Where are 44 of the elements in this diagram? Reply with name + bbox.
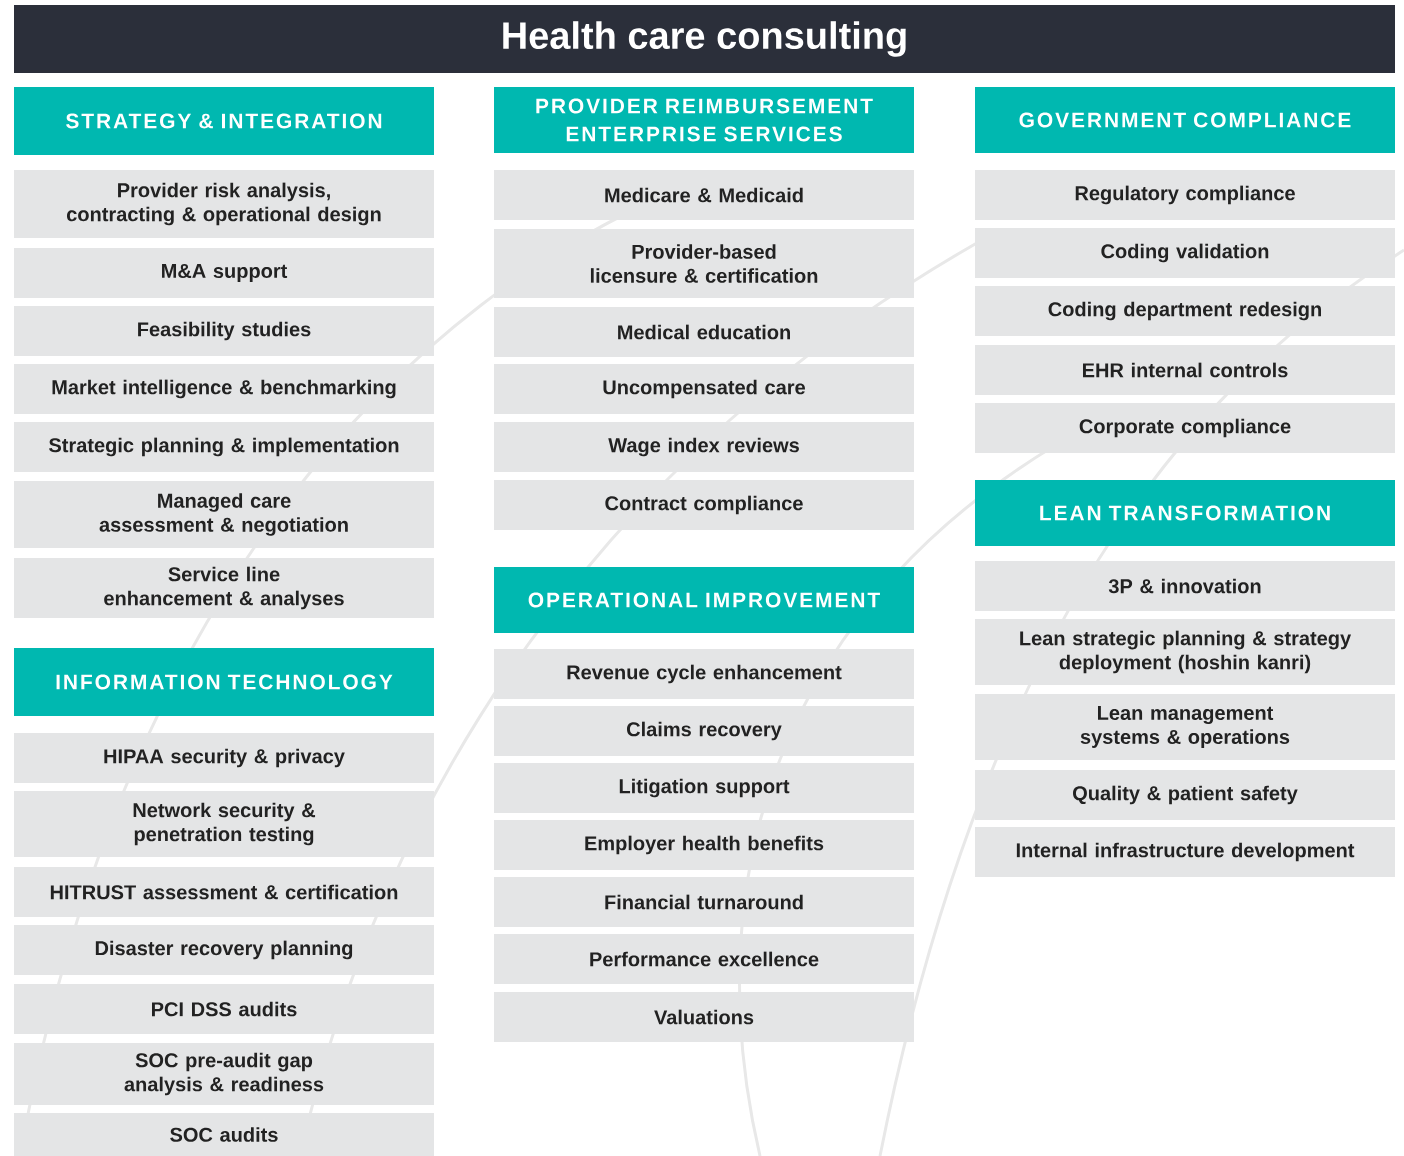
service-box: Claims recovery (494, 706, 914, 756)
service-box: Revenue cycle enhancement (494, 649, 914, 699)
service-box: Litigation support (494, 763, 914, 813)
service-box: Provider-based licensure & certification (494, 229, 914, 298)
service-box: EHR internal controls (975, 345, 1395, 395)
service-box: Lean strategic planning & strategy deployment (hoshin kanri) (975, 619, 1395, 685)
service-box: SOC pre-audit gap analysis & readiness (14, 1043, 434, 1105)
service-box: Network security & penetration testing (14, 791, 434, 857)
service-box: Performance excellence (494, 934, 914, 984)
service-box: Corporate compliance (975, 403, 1395, 453)
service-box: Contract compliance (494, 480, 914, 530)
service-box: Strategic planning & implementation (14, 422, 434, 472)
service-box: Coding validation (975, 228, 1395, 278)
service-box: HITRUST assessment & certification (14, 867, 434, 917)
service-box: SOC audits (14, 1113, 434, 1156)
category-header: STRATEGY & INTEGRATION (14, 87, 434, 155)
service-box: M&A support (14, 248, 434, 298)
service-box: Valuations (494, 992, 914, 1042)
service-box: Disaster recovery planning (14, 925, 434, 975)
category-header: OPERATIONAL IMPROVEMENT (494, 567, 914, 633)
category-header: INFORMATION TECHNOLOGY (14, 648, 434, 716)
service-box: Service line enhancement & analyses (14, 558, 434, 618)
service-box: Medicare & Medicaid (494, 170, 914, 220)
service-box: Employer health benefits (494, 820, 914, 870)
category-header: LEAN TRANSFORMATION (975, 480, 1395, 546)
service-box: Medical education (494, 307, 914, 357)
service-box: Financial turnaround (494, 877, 914, 927)
service-box: Managed care assessment & negotiation (14, 481, 434, 548)
service-box: Lean management systems & operations (975, 694, 1395, 760)
service-box: 3P & innovation (975, 561, 1395, 611)
title-bar: Health care consulting (14, 5, 1395, 73)
service-box: PCI DSS audits (14, 984, 434, 1034)
service-box: HIPAA security & privacy (14, 733, 434, 783)
service-box: Regulatory compliance (975, 170, 1395, 220)
service-box: Quality & patient safety (975, 770, 1395, 820)
category-header: GOVERNMENT COMPLIANCE (975, 87, 1395, 153)
category-header: PROVIDER REIMBURSEMENT ENTERPRISE SERVICES (494, 87, 914, 153)
service-box: Provider risk analysis, contracting & operational design (14, 170, 434, 238)
service-box: Internal infrastructure development (975, 827, 1395, 877)
service-box: Coding department redesign (975, 286, 1395, 336)
service-box: Uncompensated care (494, 364, 914, 414)
service-box: Feasibility studies (14, 306, 434, 356)
service-box: Wage index reviews (494, 422, 914, 472)
service-box: Market intelligence & benchmarking (14, 364, 434, 414)
